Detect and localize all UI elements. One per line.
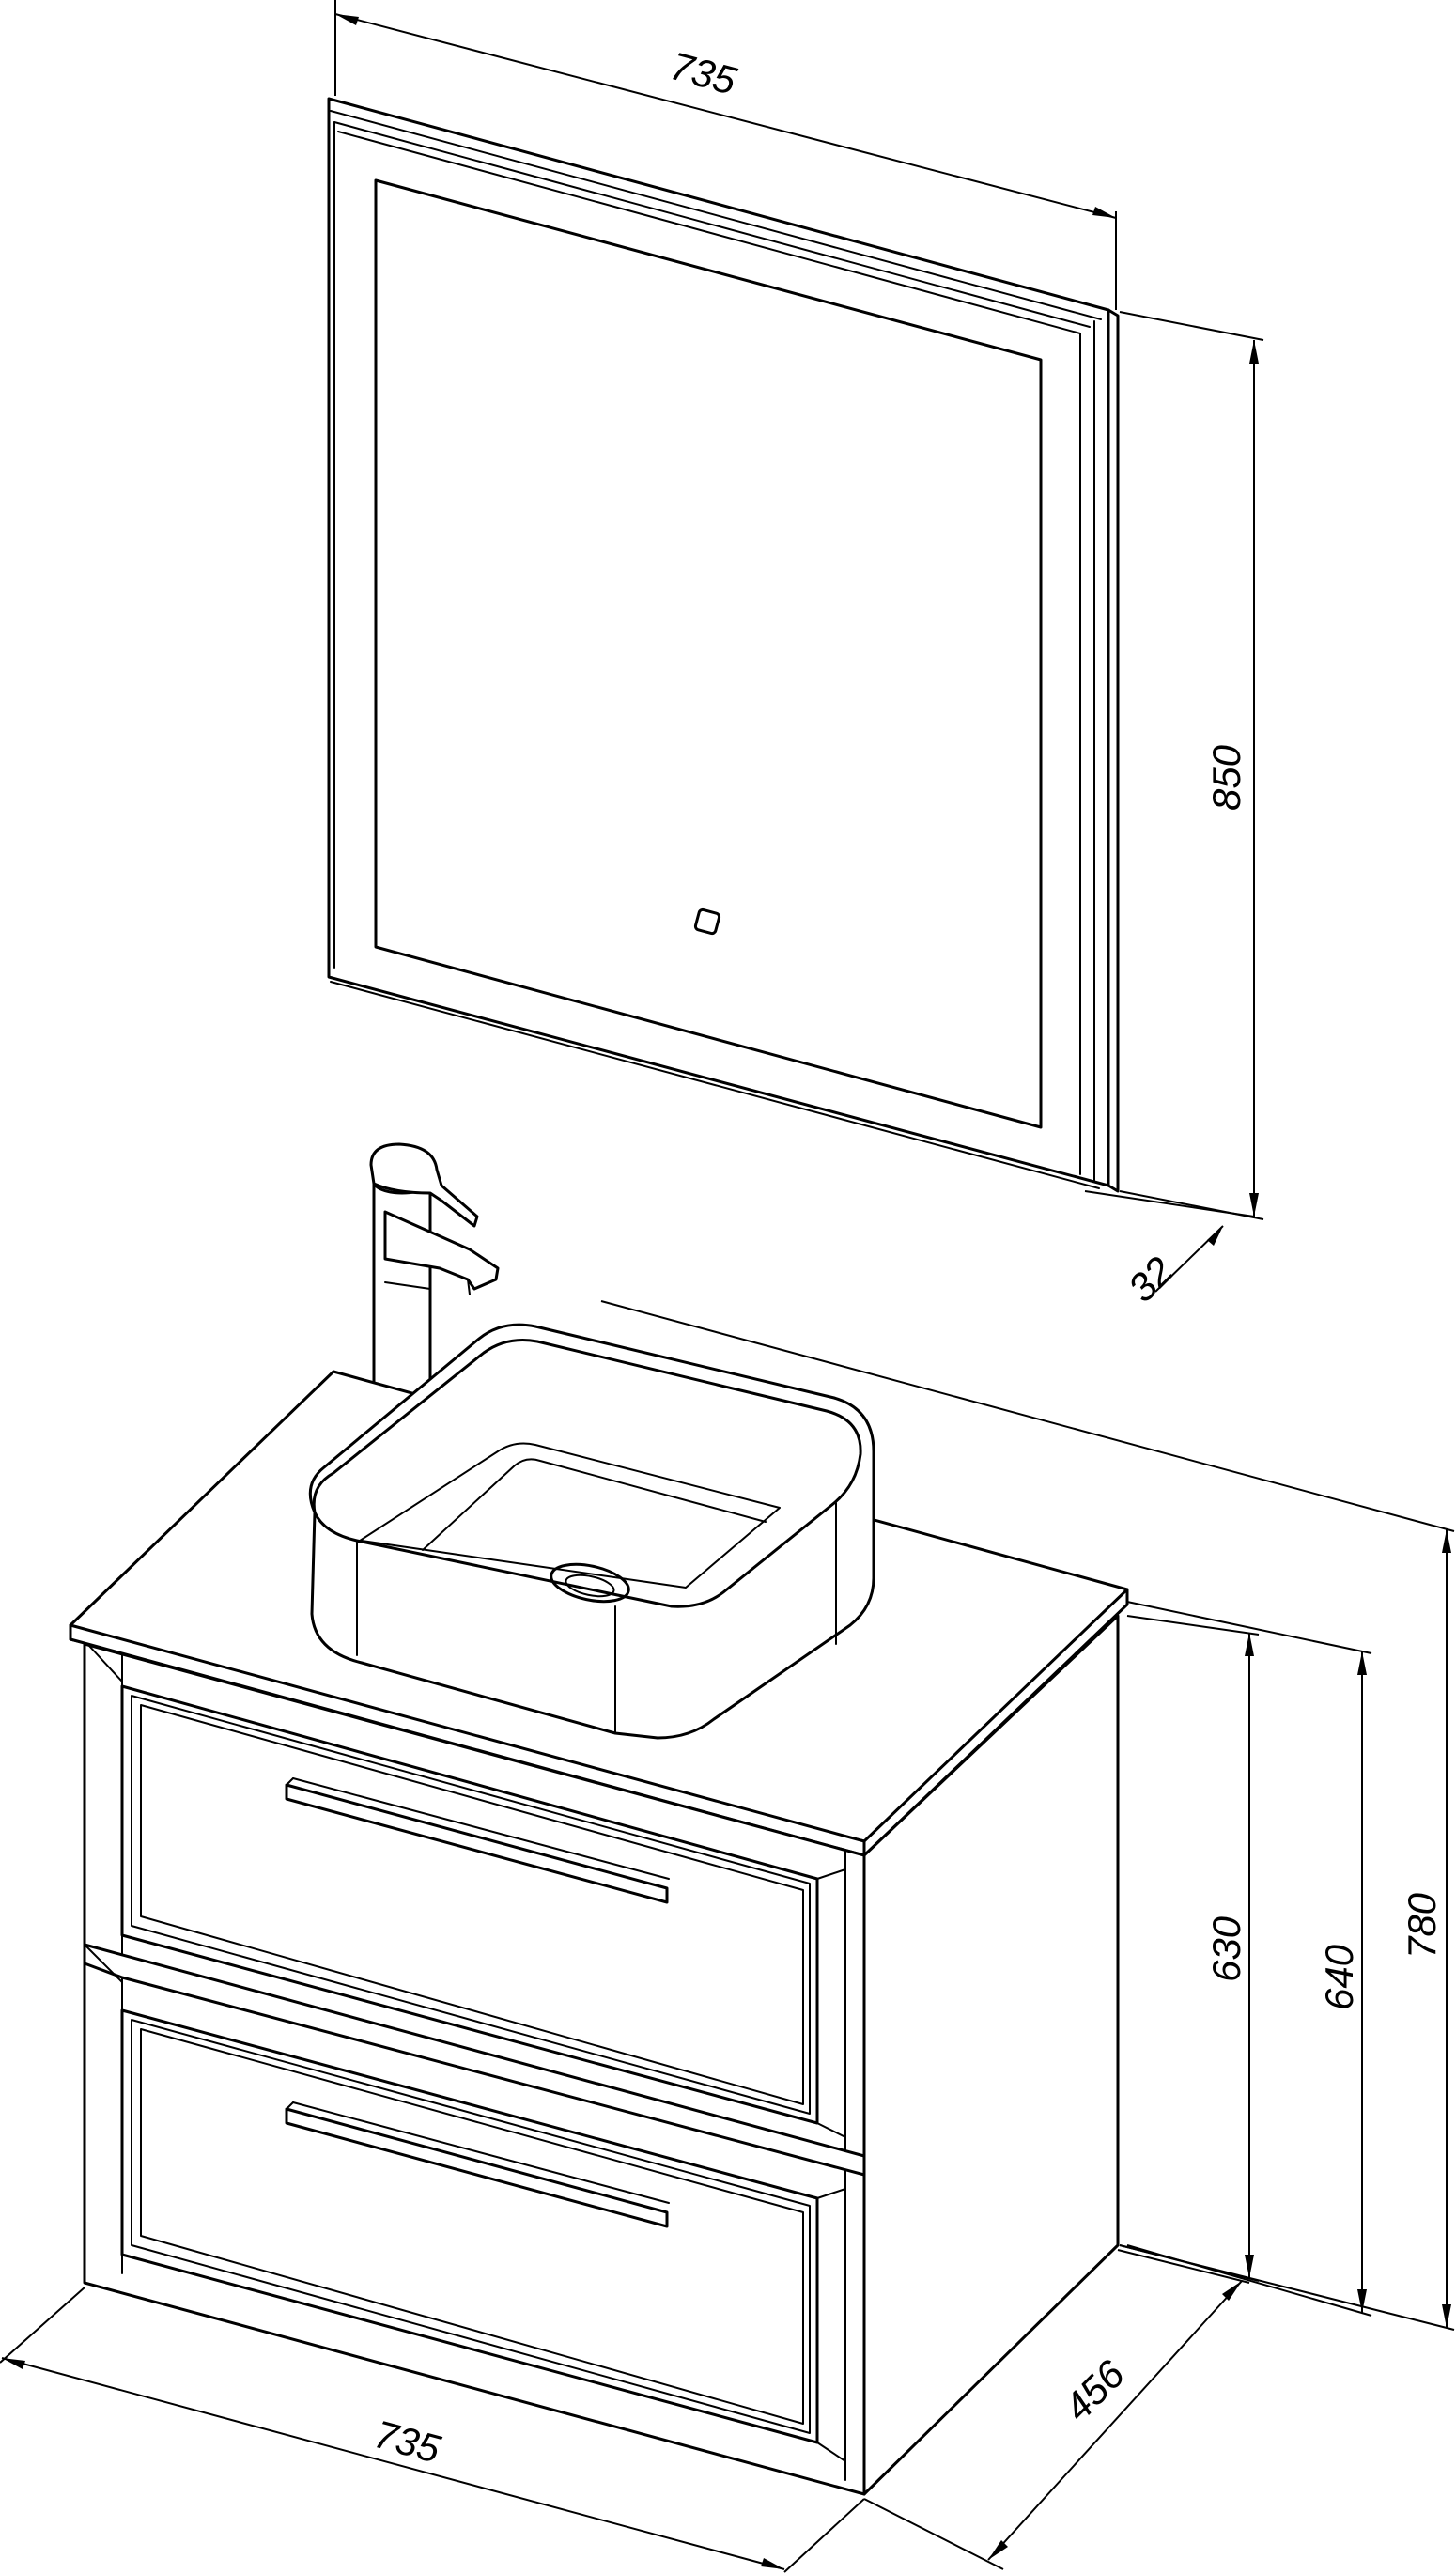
cabinet-width-dimension: 735 [0, 2287, 865, 2573]
mirror [327, 97, 1120, 1193]
mirror-height-label: 850 [1204, 744, 1248, 811]
mirror-depth-label: 32 [1120, 1248, 1182, 1310]
top-drawer-handle[interactable] [285, 1777, 670, 1904]
touch-sensor-icon [693, 907, 721, 936]
faucet [369, 1142, 500, 1434]
total-height-label: 780 [1400, 1892, 1444, 1959]
cabinet-width-label: 735 [370, 2411, 445, 2472]
height-640-label: 640 [1317, 1944, 1361, 2010]
bottom-drawer-handle[interactable] [285, 2101, 670, 2228]
mirror-height-dimension: 850 [1119, 311, 1264, 1220]
cabinet [83, 1614, 1120, 2496]
vessel-sink [308, 1323, 875, 1740]
height-640-dimension: 640 [1126, 1601, 1372, 2317]
bottom-drawer[interactable] [120, 2008, 846, 2462]
mirror-depth-dimension: 32 [1084, 1190, 1255, 1310]
top-drawer[interactable] [120, 1684, 846, 2138]
cabinet-depth-label: 456 [1055, 2351, 1133, 2429]
mirror-width-label: 735 [666, 43, 741, 103]
height-630-label: 630 [1204, 1915, 1248, 1982]
height-630-dimension: 630 [1119, 1615, 1260, 2282]
